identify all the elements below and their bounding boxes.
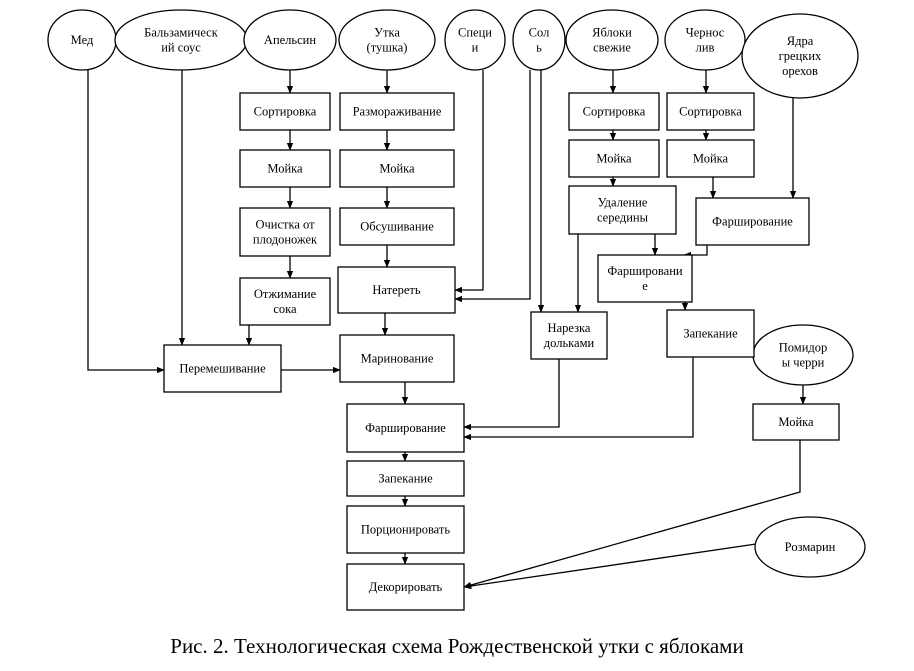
step-portion-label: Порционировать bbox=[361, 523, 450, 537]
step-prune-stuff-label: Фарширование bbox=[712, 215, 793, 229]
step-duck-stuff: Фарширование bbox=[346, 403, 465, 453]
arrow-salt-to-rub bbox=[454, 70, 531, 303]
figure-caption: Рис. 2. Технологическая схема Рождествен… bbox=[170, 634, 744, 658]
step-duck-dry: Обсушивание bbox=[339, 207, 455, 246]
step-duck-stuff-label: Фарширование bbox=[365, 421, 446, 435]
step-orange-sort-label: Сортировка bbox=[254, 105, 317, 119]
step-prune-sort: Сортировка bbox=[666, 92, 755, 131]
ingredient-duck-label: Утка(тушка) bbox=[367, 26, 408, 55]
step-orange-wash: Мойка bbox=[239, 149, 331, 188]
step-duck-rub: Натереть bbox=[337, 266, 456, 314]
step-orange-sort: Сортировка bbox=[239, 92, 331, 131]
step-duck-thaw-label: Размораживание bbox=[353, 105, 442, 119]
step-duck-marinate: Маринование bbox=[339, 334, 455, 383]
ingredient-orange-label: Апельсин bbox=[264, 33, 316, 47]
step-decorate: Декорировать bbox=[346, 563, 465, 611]
step-prune-sort-label: Сортировка bbox=[679, 105, 742, 119]
step-duck-marinate-label: Маринование bbox=[361, 352, 434, 366]
ingredient-honey: Мед bbox=[47, 9, 117, 71]
ingredient-orange: Апельсин bbox=[243, 9, 337, 71]
arrow-prune-stuff-to-apple-stuff bbox=[683, 245, 708, 259]
arrow-slice-to-duck-stuff bbox=[463, 359, 560, 431]
flow-arrows bbox=[87, 70, 807, 590]
step-duck-bake: Запекание bbox=[346, 460, 465, 497]
step-orange-wash-label: Мойка bbox=[267, 162, 303, 176]
arrow-apple-bake-to-duck-stuff bbox=[463, 357, 694, 441]
arrow-tomato-wash-to-decorate bbox=[463, 440, 801, 589]
step-prune-wash-label: Мойка bbox=[693, 152, 729, 166]
step-duck-rub-label: Натереть bbox=[372, 283, 421, 297]
ingredient-rosemary: Розмарин bbox=[754, 516, 866, 578]
step-apple-sort-label: Сортировка bbox=[583, 105, 646, 119]
step-prune-wash: Мойка bbox=[666, 139, 755, 178]
ingredient-duck: Утка(тушка) bbox=[338, 9, 436, 71]
step-tomato-wash-label: Мойка bbox=[778, 415, 814, 429]
step-apple-sort: Сортировка bbox=[568, 92, 660, 131]
step-duck-thaw: Размораживание bbox=[339, 92, 455, 131]
step-tomato-wash: Мойка bbox=[752, 403, 840, 441]
arrow-spices-to-rub bbox=[454, 70, 484, 294]
step-duck-bake-label: Запекание bbox=[378, 472, 433, 486]
step-apple-wash-label: Мойка bbox=[596, 152, 632, 166]
step-decorate-label: Декорировать bbox=[369, 580, 443, 594]
ingredient-rosemary-label: Розмарин bbox=[785, 540, 836, 554]
step-duck-dry-label: Обсушивание bbox=[360, 220, 434, 234]
step-prune-stuff: Фарширование bbox=[695, 197, 810, 246]
step-mixing-label: Перемешивание bbox=[179, 362, 266, 376]
step-duck-wash: Мойка bbox=[339, 149, 455, 188]
step-mixing: Перемешивание bbox=[163, 344, 282, 393]
step-duck-wash-label: Мойка bbox=[379, 162, 415, 176]
step-portion: Порционировать bbox=[346, 505, 465, 554]
ingredient-honey-label: Мед bbox=[71, 33, 94, 47]
arrow-rosemary-to-decorate bbox=[463, 543, 757, 590]
arrow-honey-to-mixing bbox=[87, 70, 165, 374]
step-apple-bake: Запекание bbox=[666, 309, 755, 358]
step-apple-bake-label: Запекание bbox=[683, 327, 738, 341]
step-apple-wash: Мойка bbox=[568, 139, 660, 178]
